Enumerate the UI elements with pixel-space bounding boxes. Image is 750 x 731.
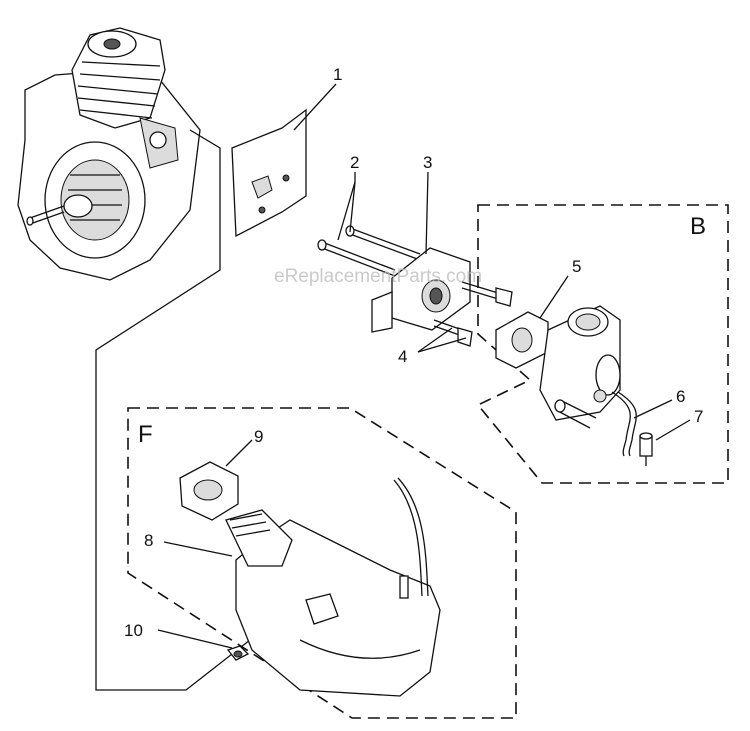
- part-6-fuel-line: [611, 391, 631, 457]
- carburetor-assembly: [539, 305, 621, 429]
- watermark-text: eReplacementParts.com: [274, 266, 482, 287]
- part-5-gasket: [495, 311, 549, 369]
- callout-6: 6: [676, 387, 685, 406]
- part-9-fuel-cap: [179, 461, 239, 521]
- connection-line: [95, 129, 251, 691]
- callout-7: 7: [694, 407, 703, 426]
- leader-10: [157, 629, 233, 649]
- callout-1: 1: [333, 65, 342, 84]
- group-label-b: B: [690, 213, 706, 240]
- part-8-fuel-tank: [225, 477, 441, 697]
- callout-10: 10: [124, 621, 143, 640]
- leader-4a: [417, 337, 467, 353]
- part-4-screws: [433, 281, 513, 347]
- part-7-fitting: [639, 432, 653, 466]
- leader-6: [633, 399, 673, 419]
- part-10-grommet: [226, 645, 250, 661]
- part-1-gasket: [231, 108, 307, 238]
- part-6-fuel-line-edge: [617, 391, 637, 457]
- leader-4b: [417, 327, 453, 353]
- group-box-f: [127, 407, 517, 719]
- callout-8: 8: [144, 531, 153, 550]
- leader-9: [225, 439, 253, 467]
- leader-5: [539, 275, 569, 319]
- leader-8: [163, 541, 233, 557]
- callout-5: 5: [572, 257, 581, 276]
- group-label-f: F: [138, 421, 153, 448]
- part-3-adapter: [371, 247, 471, 333]
- callout-2: 2: [350, 153, 359, 172]
- callout-4: 4: [398, 347, 407, 366]
- leader-2b: [337, 181, 356, 241]
- engine-block: [17, 27, 201, 281]
- group-box-b: [476, 204, 729, 484]
- leader-1: [293, 83, 337, 131]
- leader-7: [655, 419, 691, 441]
- callout-3: 3: [423, 153, 432, 172]
- leader-3: [425, 171, 429, 255]
- callout-9: 9: [254, 427, 263, 446]
- leader-2a: [349, 172, 356, 233]
